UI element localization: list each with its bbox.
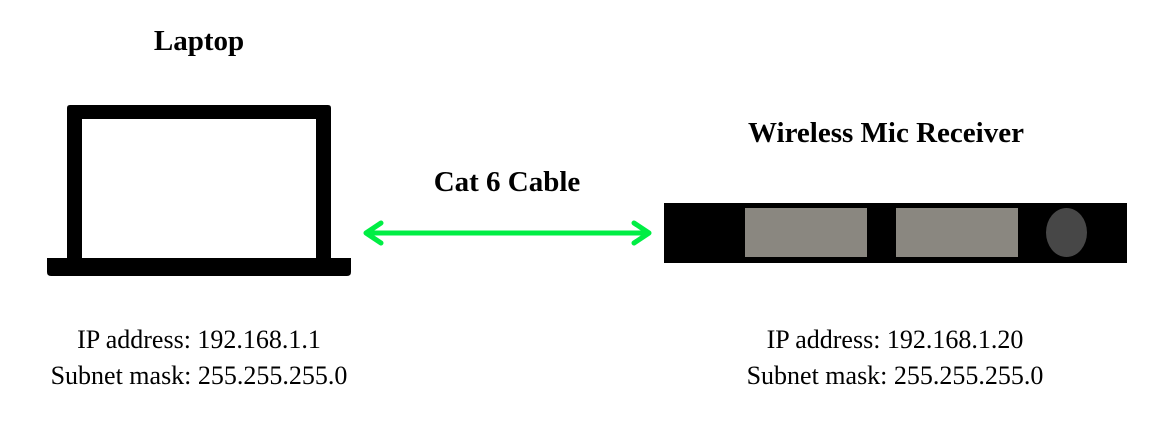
receiver-network-info: IP address: 192.168.1.20 Subnet mask: 25… — [747, 322, 1044, 394]
receiver-subnet-mask: Subnet mask: 255.255.255.0 — [746, 361, 1044, 390]
cable-arrow — [363, 220, 652, 246]
receiver-display-1 — [745, 208, 867, 257]
laptop-subnet-mask: Subnet mask: 255.255.255.0 — [50, 361, 348, 390]
laptop-icon — [47, 105, 351, 276]
receiver-knob — [1046, 208, 1087, 257]
arrowhead-left — [363, 220, 384, 246]
cable-label: Cat 6 Cable — [433, 166, 581, 198]
laptop-title: Laptop — [153, 25, 245, 57]
receiver-title: Wireless Mic Receiver — [748, 117, 1024, 149]
receiver-ip-address: IP address: 192.168.1.20 — [766, 325, 1024, 354]
laptop-ip-address: IP address: 192.168.1.1 — [77, 325, 321, 354]
arrowhead-right — [631, 220, 652, 246]
receiver-display-2 — [896, 208, 1018, 257]
laptop-network-info: IP address: 192.168.1.1 Subnet mask: 255… — [51, 322, 348, 394]
rack-receiver-icon — [664, 203, 1127, 263]
laptop-base — [47, 258, 351, 276]
laptop-screen-frame — [67, 105, 331, 259]
